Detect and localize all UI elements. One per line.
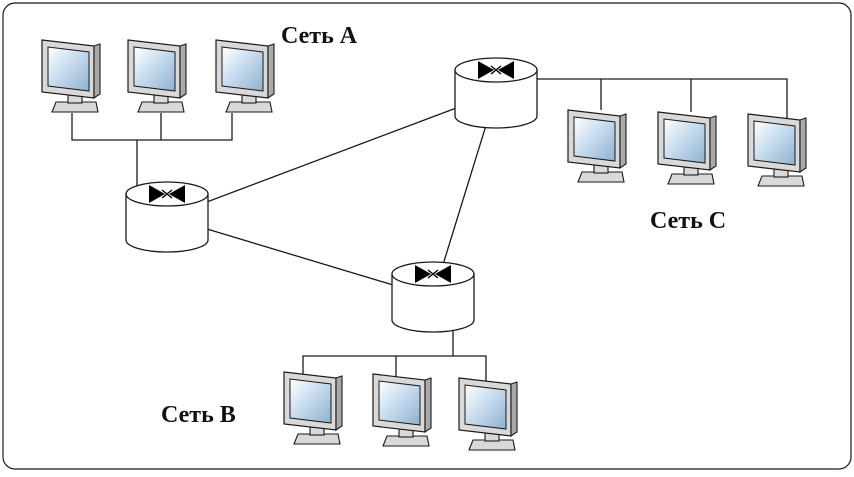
lan-c-bus (537, 78, 788, 131)
network-a-label: Сеть A (281, 23, 358, 49)
computer-a1-icon (41, 39, 101, 113)
computer-a2-icon (127, 39, 187, 113)
lan-wires (71, 78, 788, 386)
link-router-a-router-b (166, 216, 434, 298)
computers (41, 39, 807, 451)
router-c-icon (454, 57, 538, 129)
computer-b3-icon (458, 377, 518, 451)
computer-a3-icon (215, 39, 275, 113)
router-b-icon (391, 261, 475, 333)
lan-a-bus (71, 113, 233, 141)
router-a-icon (125, 181, 209, 253)
computer-c1-icon (567, 109, 627, 183)
network-c-label: Сеть C (650, 208, 727, 234)
lan-b-bus (302, 355, 487, 386)
network-b-label: Сеть B (161, 402, 236, 428)
computer-b1-icon (283, 371, 343, 445)
computer-b2-icon (372, 373, 432, 447)
computer-c2-icon (657, 111, 717, 185)
diagram-frame (2, 2, 852, 470)
routers (125, 57, 538, 333)
computer-c3-icon (747, 113, 807, 187)
link-router-a-router-c (166, 92, 497, 218)
